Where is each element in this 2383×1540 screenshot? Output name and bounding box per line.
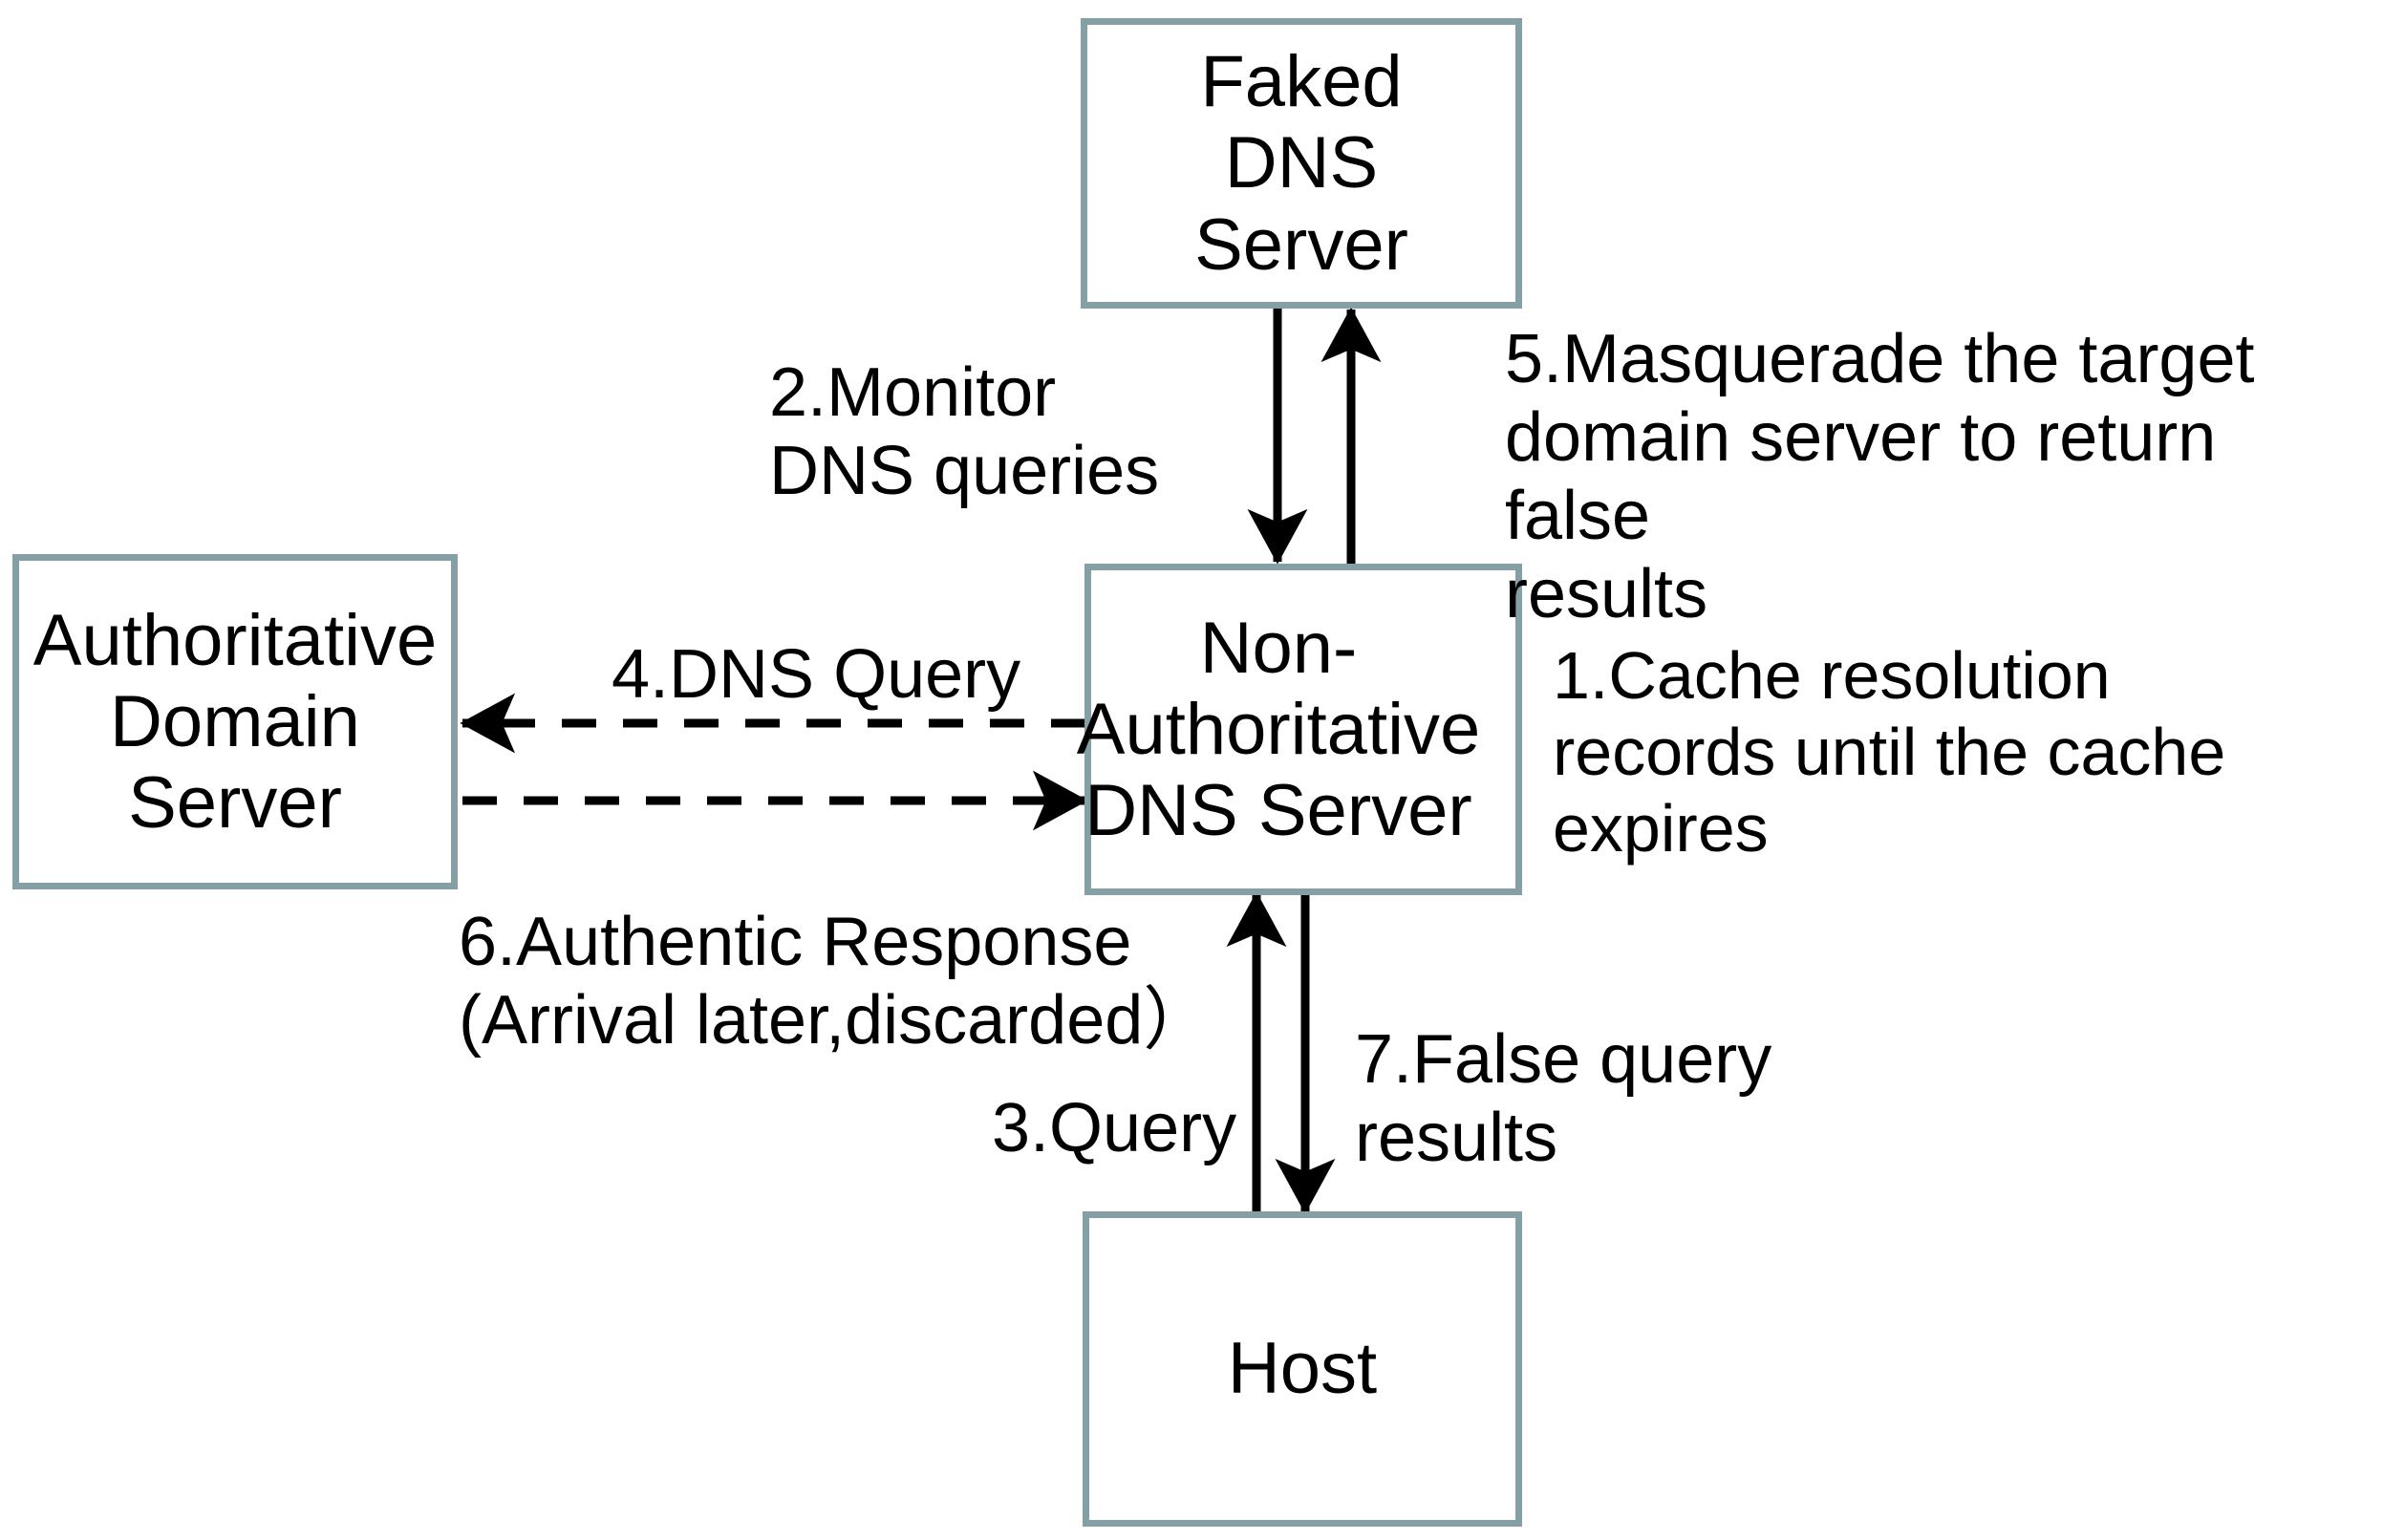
node-host[interactable]: Host <box>1083 1211 1522 1527</box>
edge-label-step-6-authentic-response: 6.Authentic Response (Arrival later,disc… <box>459 904 1213 1059</box>
node-faked-dns-server-label: Faked DNS Server <box>1194 41 1408 286</box>
edge-label-step-3-query: 3.Query <box>992 1090 1237 1166</box>
node-host-label: Host <box>1227 1328 1378 1410</box>
edge-label-step-5-masquerade: 5.Masquerade the target domain server to… <box>1505 321 2255 633</box>
edge-label-step-1-cache-resolution: 1.Cache resolution records until the cac… <box>1553 638 2226 866</box>
node-faked-dns-server[interactable]: Faked DNS Server <box>1081 18 1522 309</box>
edge-label-step-2-monitor-dns-queries: 2.Monitor DNS queries <box>769 354 1160 510</box>
edge-label-step-7-false-query-results: 7.False query results <box>1355 1021 1772 1177</box>
node-authoritative-domain-server-label: Authoritative Domain Server <box>32 599 438 845</box>
node-non-authoritative-dns-server[interactable]: Non- Authoritative DNS Server <box>1077 564 1522 895</box>
node-authoritative-domain-server[interactable]: Authoritative Domain Server <box>12 554 458 889</box>
node-non-authoritative-dns-server-label: Non- Authoritative DNS Server <box>1076 607 1481 852</box>
edge-label-step-4-dns-query: 4.DNS Query <box>612 636 1021 713</box>
